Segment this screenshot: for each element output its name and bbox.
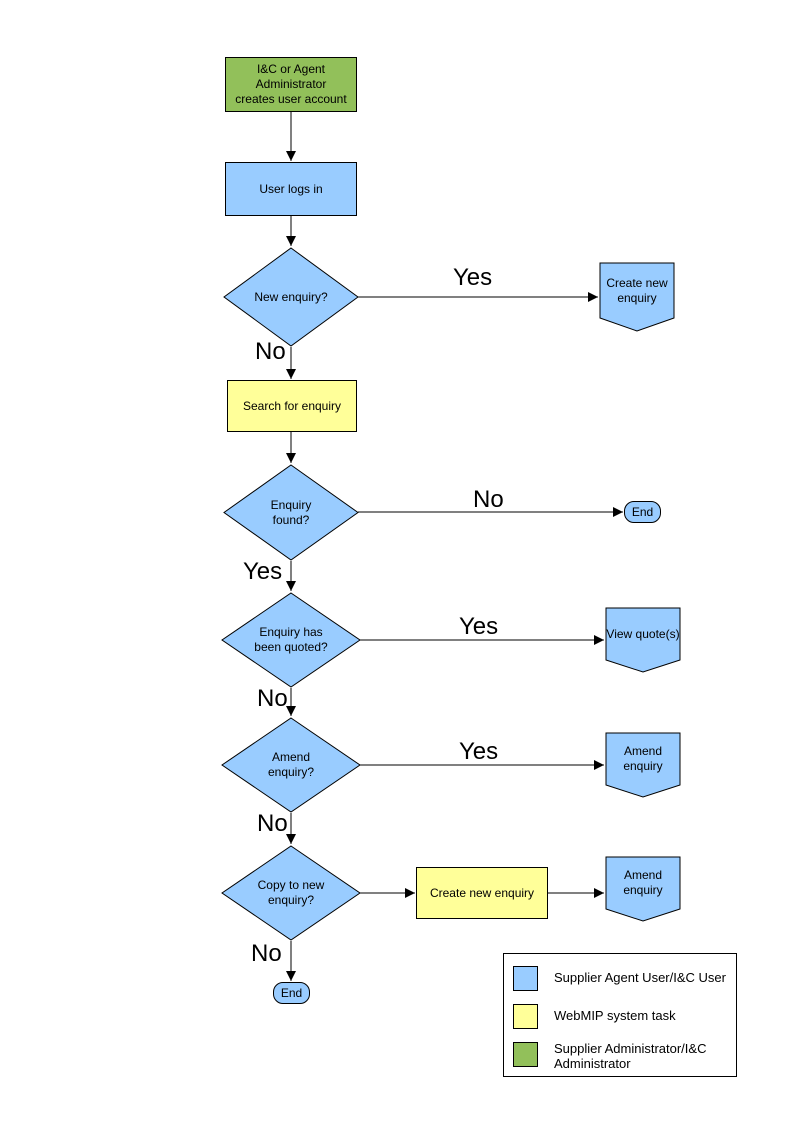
node-view-quotes: View quote(s) — [605, 607, 681, 673]
node-admin-creates-account: I&C or Agent Administrator creates user … — [225, 57, 357, 112]
legend-label: WebMIP system task — [554, 1008, 676, 1024]
edge-label-no: No — [257, 810, 288, 837]
diamond-shape — [221, 845, 361, 941]
node-enquiry-quoted-decision: Enquiry has been quoted? — [221, 592, 361, 688]
legend-swatch-system — [513, 1004, 538, 1029]
legend-row-system: WebMIP system task — [513, 1004, 676, 1029]
node-label: Amend enquiry — [623, 868, 663, 897]
node-label: I&C or Agent Administrator creates user … — [235, 62, 347, 106]
offpage-connector-shape — [599, 262, 675, 332]
diamond-shape — [223, 464, 359, 561]
edge-label-yes: Yes — [459, 613, 499, 640]
node-enquiry-found-decision: Enquiry found? — [223, 464, 359, 561]
node-create-new-enquiry-task: Create new enquiry — [416, 867, 548, 919]
node-label: New enquiry? — [254, 289, 328, 304]
legend-label: Supplier Administrator/I&C Administrator — [554, 1041, 707, 1071]
edge-label-no: No — [251, 940, 282, 967]
legend-row-admin: Supplier Administrator/I&C Administrator — [513, 1041, 707, 1072]
diamond-shape — [221, 717, 361, 813]
legend-swatch-user — [513, 966, 538, 991]
node-label: Create new enquiry — [606, 276, 668, 305]
node-amend-enquiry-decision: Amend enquiry? — [221, 717, 361, 813]
node-end-2: End — [273, 982, 310, 1004]
edge-label-yes: Yes — [453, 264, 493, 291]
legend-row-user: Supplier Agent User/I&C User — [513, 966, 726, 991]
diamond-shape — [221, 592, 361, 688]
node-label: End — [280, 985, 303, 1000]
node-label: Create new enquiry — [429, 885, 535, 900]
node-new-enquiry-decision: New enquiry? — [223, 247, 359, 347]
node-search-for-enquiry: Search for enquiry — [227, 380, 357, 432]
legend-label: Supplier Agent User/I&C User — [554, 970, 726, 986]
node-label: Search for enquiry — [242, 398, 342, 413]
legend: Supplier Agent User/I&C User WebMIP syst… — [503, 953, 737, 1077]
node-amend-enquiry-2: Amend enquiry — [605, 856, 681, 922]
diamond-shape — [223, 247, 359, 347]
node-label: Enquiry found? — [270, 497, 312, 527]
node-label: Enquiry has been quoted? — [254, 625, 328, 654]
edge-label-yes: Yes — [243, 558, 283, 585]
node-label: Amend enquiry — [623, 744, 663, 773]
node-label: User logs in — [259, 181, 323, 196]
edge-label-no: No — [473, 486, 504, 513]
offpage-connector-shape — [605, 732, 681, 798]
offpage-connector-shape — [605, 856, 681, 922]
node-user-logs-in: User logs in — [225, 162, 357, 216]
edge-label-no: No — [257, 685, 288, 712]
node-amend-enquiry-1: Amend enquiry — [605, 732, 681, 798]
edge-label-no: No — [255, 338, 286, 365]
node-label: View quote(s) — [606, 626, 680, 641]
node-copy-to-new-enquiry-decision: Copy to new enquiry? — [221, 845, 361, 941]
offpage-connector-shape — [605, 607, 681, 673]
node-end-1: End — [624, 501, 661, 523]
node-label: End — [631, 504, 654, 519]
node-create-new-enquiry: Create new enquiry — [599, 262, 675, 332]
edge-label-yes: Yes — [459, 738, 499, 765]
node-label: Amend enquiry? — [267, 750, 315, 779]
legend-swatch-admin — [513, 1042, 538, 1067]
node-label: Copy to new enquiry? — [257, 878, 325, 907]
